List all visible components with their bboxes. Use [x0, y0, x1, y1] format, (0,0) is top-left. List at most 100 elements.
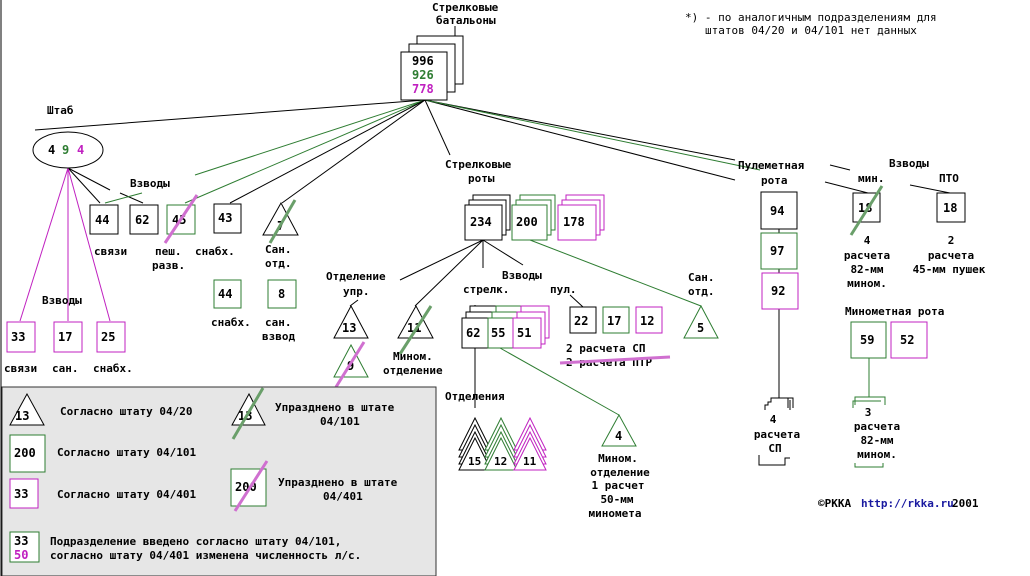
recon-label-2: разв. — [152, 259, 185, 272]
hq-ellipse[interactable] — [32, 131, 104, 169]
signal-401-value: 33 — [11, 330, 25, 344]
mg-company-04-401: 92 — [771, 284, 785, 298]
battalions-label-1: Стрелковые — [432, 1, 499, 14]
legend-abolished-101-text-2: 04/101 — [320, 415, 360, 428]
squads-stack[interactable] — [458, 416, 547, 471]
platoon-mortar-triangle[interactable] — [601, 413, 637, 447]
platoon-mortar-line: миномета — [589, 507, 642, 520]
mortar-section-label-2: отделение — [383, 364, 443, 377]
mortar-crews-line: 3 — [865, 406, 872, 419]
rifle-platoon-04-20: 62 — [466, 326, 480, 340]
mg-label: пул. — [550, 283, 577, 296]
rifle-platoon-box[interactable] — [461, 317, 489, 349]
legend-mixed-text-2: согласно штату 04/401 изменена численнос… — [50, 549, 361, 562]
platoon-mortar-value: 4 — [615, 429, 622, 443]
mg-platoon-101-box[interactable] — [602, 306, 630, 334]
signal-platoon-value: 44 — [95, 213, 109, 227]
mg-platoon-04-20: 22 — [574, 314, 588, 328]
platoon-mortar-line: 1 расчет — [592, 479, 645, 492]
mortar-section-label-1: Мином. — [393, 350, 433, 363]
supply-platoon-101-box[interactable] — [213, 279, 242, 309]
medical-platoon-101-value: 8 — [278, 287, 285, 301]
legend-magenta-box-value: 33 — [14, 487, 28, 501]
rifle-companies-label-2: роты — [468, 172, 495, 185]
mg-company-label-2: рота — [761, 174, 788, 187]
rifle-company-101-box[interactable] — [511, 204, 548, 241]
hq-section-triangle[interactable] — [333, 304, 369, 339]
rifle-platoon-401-box[interactable] — [512, 317, 542, 349]
at-platoon-box[interactable] — [936, 192, 966, 223]
hq-401-platoons-label: Взводы — [42, 294, 82, 307]
squad-04-401: 11 — [523, 455, 537, 468]
rifle-company-04-401: 178 — [563, 215, 585, 229]
at-platoon-line: расчета — [928, 249, 974, 262]
copyright-link[interactable]: http://rkka.ru — [861, 497, 954, 510]
mg-company-101-box[interactable] — [760, 232, 798, 270]
supply-401-label: снабх. — [93, 362, 133, 375]
med-label-1: Сан. — [265, 243, 292, 256]
hq-section-label-1: Отделение — [326, 270, 386, 283]
right-platoons-label: Взводы — [889, 157, 929, 170]
platoon-62-box[interactable] — [129, 204, 159, 235]
hq-label: Штаб — [47, 104, 74, 117]
supply-platoon-box[interactable] — [213, 203, 242, 234]
mg-crews-line: 4 — [770, 413, 777, 426]
legend-mixed-box — [9, 531, 40, 563]
platoon-mortar-line: 50-мм — [600, 493, 633, 506]
mortar-platoon-line: 4 — [864, 234, 871, 247]
hq-platoons-label: Взводы — [130, 177, 170, 190]
mortar-company-04-101: 59 — [860, 333, 874, 347]
supply-platoon-101-value: 44 — [218, 287, 232, 301]
medical-platoon-401-box[interactable] — [53, 321, 83, 353]
mg-platoon-box[interactable] — [569, 306, 597, 334]
battalion-strength-04-401: 778 — [412, 82, 434, 96]
medical-section-triangle[interactable] — [262, 201, 299, 236]
squads-label: Отделения — [445, 390, 505, 403]
g-supply-label: снабх. — [211, 316, 251, 329]
rifle-company-04-101: 200 — [516, 215, 538, 229]
mg-company-box[interactable] — [760, 191, 798, 230]
hq-04-401: 4 — [77, 143, 84, 157]
rifle-company-box[interactable] — [464, 204, 503, 241]
note-line-2: штатов 04/20 и 04/101 нет данных — [705, 24, 917, 37]
hq-section-label-2: упр. — [343, 285, 370, 298]
legend-green-box-value: 200 — [14, 446, 36, 460]
hq-04-20: 4 — [48, 143, 55, 157]
connector-lines — [0, 0, 951, 576]
rifle-platoons-label: Взводы — [502, 269, 542, 282]
legend-triangle — [9, 392, 45, 426]
mortar-company-401-box[interactable] — [890, 321, 928, 359]
legend-abolished-401-text-1: Упразднено в штате — [278, 476, 398, 489]
legend-triangle-struck — [231, 392, 266, 426]
mg-crews-line: расчета — [754, 428, 800, 441]
mortar-company-04-401: 52 — [900, 333, 914, 347]
legend-mixed-401: 50 — [14, 548, 28, 562]
mortar-company-101-box[interactable] — [850, 321, 887, 359]
mg-company-401-box[interactable] — [761, 272, 799, 310]
copyright-sign: ©РККА — [818, 497, 851, 510]
rifle-label: стрелк. — [463, 283, 509, 296]
rifle-company-04-20: 234 — [470, 215, 492, 229]
supply-label: снабх. — [195, 245, 235, 258]
mg-platoon-04-101: 17 — [607, 314, 621, 328]
mortar-platoon-label: мин. — [858, 172, 885, 185]
at-platoon-line: 2 — [948, 234, 955, 247]
legend-04-101-text: Согласно штату 04/101 — [57, 446, 196, 459]
company-med-triangle[interactable] — [683, 304, 719, 339]
mg-platoon-401-box[interactable] — [635, 306, 663, 334]
rifle-company-401-box[interactable] — [557, 204, 597, 241]
battalions-label-2: батальоны — [436, 14, 496, 27]
at-platoon-value: 18 — [943, 201, 957, 215]
signal-platoon-box[interactable] — [89, 204, 119, 235]
signal-platoon-401-box[interactable] — [6, 321, 36, 353]
legend-mixed-text-1: Подразделение введено согласно штату 04/… — [50, 535, 341, 548]
battalion-box[interactable] — [400, 51, 448, 101]
hq-section-value: 13 — [342, 321, 356, 335]
rifle-companies-label-1: Стрелковые — [445, 158, 512, 171]
supply-platoon-401-box[interactable] — [96, 321, 126, 353]
mortar-section-triangle[interactable] — [397, 304, 434, 339]
squad-04-101: 12 — [494, 455, 507, 468]
medical-platoon-101-box[interactable] — [267, 279, 297, 309]
platoon-62-value: 62 — [135, 213, 149, 227]
legend-panel: 13 Согласно штату 04/20 13 Упразднено в … — [1, 386, 437, 576]
